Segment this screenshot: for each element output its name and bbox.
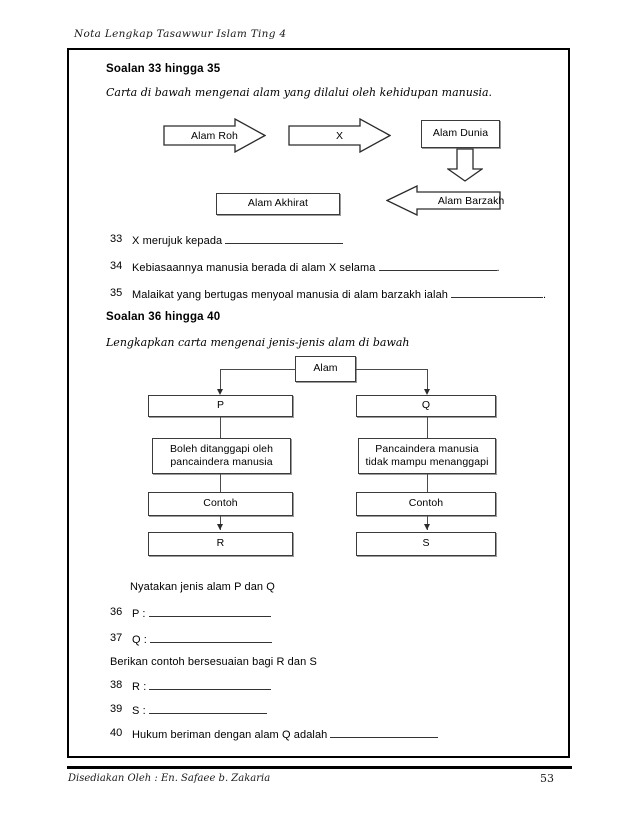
question-40-number: 40: [110, 727, 123, 739]
page-border: [67, 48, 570, 758]
question-34-number: 34: [110, 260, 123, 272]
question-38: R :: [132, 679, 272, 693]
section-b-prompt-1: Nyatakan jenis alam P dan Q: [130, 581, 275, 593]
question-36-blank[interactable]: [148, 606, 271, 617]
running-head: Nota Lengkap Tasawwur Islam Ting 4: [74, 28, 287, 40]
tree-connector-right-drop: [427, 369, 428, 391]
question-39-text: S :: [132, 705, 146, 717]
question-39-blank[interactable]: [148, 703, 267, 714]
question-33: X merujuk kepada: [132, 233, 344, 247]
tree-node-p-contoh-label: Contoh: [203, 497, 238, 510]
tree-node-q-contoh: Contoh: [356, 492, 496, 516]
diagram-node-alam-akhirat-label: Alam Akhirat: [247, 197, 309, 210]
tree-node-s-label: S: [422, 537, 430, 550]
tree-connector-pdesc-to-contoh: [220, 474, 221, 492]
tree-connector-root-right: [356, 369, 428, 370]
tree-node-p-description-label: Boleh ditanggapi oleh pancaindera manusi…: [169, 442, 274, 468]
tree-node-q-contoh-label: Contoh: [408, 497, 444, 510]
question-35-text: Malaikat yang bertugas menyoal manusia d…: [132, 289, 449, 301]
diagram-node-x-label: X: [335, 129, 344, 142]
footer-prepared-by: Disediakan Oleh : En. Safaee b. Zakaria: [68, 773, 271, 784]
diagram-arrow-down-to-barzakh: [447, 148, 483, 182]
diagram-node-alam-barzakh: Alam Barzakh: [386, 185, 504, 216]
tree-connector-pcontoh-to-r: [220, 516, 221, 530]
tree-node-q-description-label: Pancaindera manusia tidak mampu menangga…: [365, 442, 489, 468]
diagram-node-alam-dunia-label: Alam Dunia: [432, 127, 489, 140]
question-33-number: 33: [110, 233, 123, 245]
section-a-instruction: Carta di bawah mengenai alam yang dilalu…: [106, 86, 493, 99]
tree-node-alam-label: Alam: [313, 362, 338, 375]
question-40-blank[interactable]: [330, 727, 439, 738]
question-34-trailing: .: [496, 262, 500, 274]
diagram-node-alam-barzakh-label: Alam Barzakh: [437, 194, 505, 207]
tree-node-s: S: [356, 532, 496, 556]
tree-arrowhead-s: [424, 524, 430, 530]
question-37-blank[interactable]: [149, 632, 272, 643]
footer-rule: [67, 766, 572, 769]
question-38-text: R :: [132, 681, 147, 693]
question-35-blank[interactable]: [451, 287, 544, 298]
question-40-text: Hukum beriman dengan alam Q adalah: [132, 729, 328, 741]
question-35-number: 35: [110, 287, 123, 299]
tree-node-p-contoh: Contoh: [148, 492, 293, 516]
tree-arrowhead-r: [217, 524, 223, 530]
diagram-node-alam-roh-label: Alam Roh: [191, 129, 238, 142]
question-33-blank[interactable]: [225, 233, 344, 244]
question-36-text: P :: [132, 608, 146, 620]
tree-node-alam: Alam: [295, 356, 356, 382]
question-40: Hukum beriman dengan alam Q adalah: [132, 727, 439, 741]
section-b-prompt-2: Berikan contoh bersesuaian bagi R dan S: [110, 656, 317, 668]
question-34: Kebiasaannya manusia berada di alam X se…: [132, 260, 500, 274]
tree-node-p: P: [148, 395, 293, 417]
page-number: 53: [540, 772, 554, 785]
tree-node-q: Q: [356, 395, 496, 417]
diagram-node-alam-dunia: Alam Dunia: [421, 120, 500, 148]
tree-node-p-label: P: [216, 399, 225, 412]
question-37-text: Q :: [132, 634, 147, 646]
question-36: P :: [132, 606, 271, 620]
question-36-number: 36: [110, 606, 123, 618]
question-34-text: Kebiasaannya manusia berada di alam X se…: [132, 262, 376, 274]
question-39: S :: [132, 703, 267, 717]
tree-node-r-label: R: [216, 537, 225, 550]
tree-node-r: R: [148, 532, 293, 556]
question-34-blank[interactable]: [378, 260, 497, 271]
question-33-text: X merujuk kepada: [132, 235, 223, 247]
section-a-heading: Soalan 33 hingga 35: [106, 63, 221, 75]
tree-connector-qdesc-to-contoh: [427, 474, 428, 492]
tree-connector-left-drop: [220, 369, 221, 391]
tree-node-q-description: Pancaindera manusia tidak mampu menangga…: [358, 438, 496, 474]
question-39-number: 39: [110, 703, 123, 715]
diagram-node-x: X: [288, 118, 391, 153]
tree-node-p-description: Boleh ditanggapi oleh pancaindera manusi…: [152, 438, 291, 474]
tree-arrowhead-left: [217, 389, 223, 395]
diagram-node-alam-roh: Alam Roh: [163, 118, 266, 153]
question-38-blank[interactable]: [149, 679, 272, 690]
diagram-node-alam-akhirat: Alam Akhirat: [216, 193, 340, 215]
question-37: Q :: [132, 632, 272, 646]
tree-connector-root-left: [220, 369, 296, 370]
tree-connector-q-to-desc: [427, 417, 428, 438]
tree-connector-qcontoh-to-s: [427, 516, 428, 530]
question-38-number: 38: [110, 679, 123, 691]
tree-node-q-label: Q: [421, 399, 431, 412]
question-35: Malaikat yang bertugas menyoal manusia d…: [132, 287, 546, 301]
tree-arrowhead-right: [424, 389, 430, 395]
tree-connector-p-to-desc: [220, 417, 221, 438]
section-b-instruction: Lengkapkan carta mengenai jenis-jenis al…: [106, 336, 410, 349]
question-37-number: 37: [110, 632, 123, 644]
question-35-trailing: .: [543, 289, 547, 301]
section-b-heading: Soalan 36 hingga 40: [106, 311, 221, 323]
